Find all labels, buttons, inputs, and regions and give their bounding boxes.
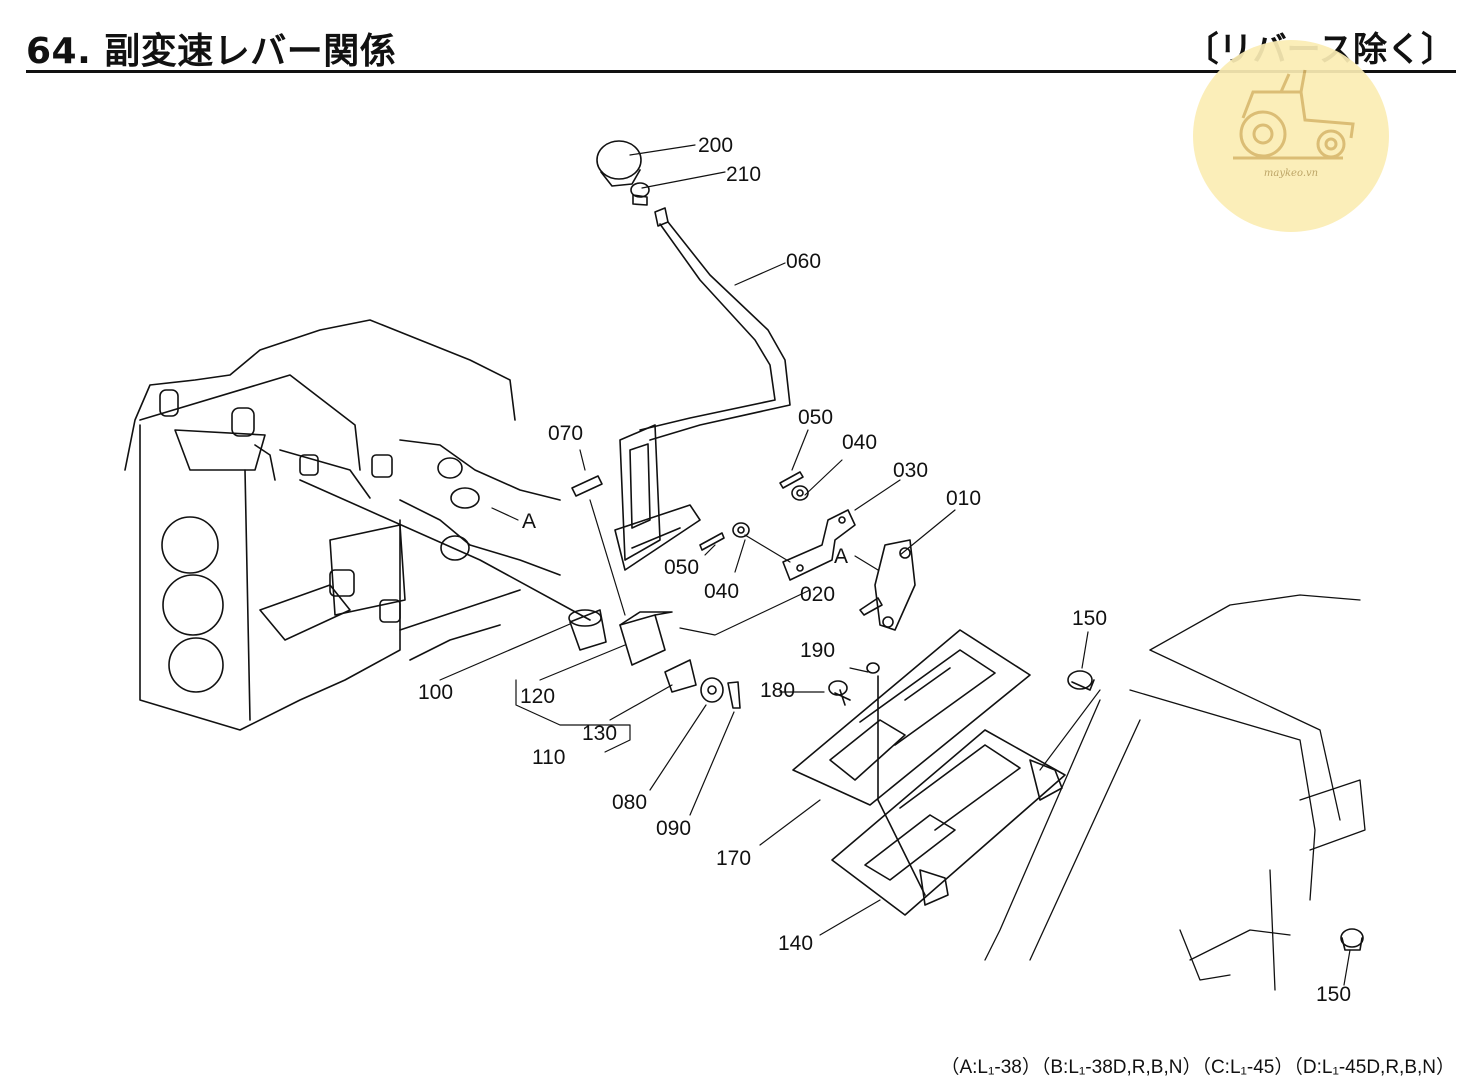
part-label-130: 130 — [582, 722, 617, 745]
header-rule — [26, 70, 1456, 73]
part-label-030: 030 — [893, 459, 928, 482]
shift-lever-assembly — [596, 140, 791, 571]
part-label-170: 170 — [716, 847, 751, 870]
part-label-200: 200 — [698, 134, 733, 157]
watermark-logo: maykeo.vn — [1193, 40, 1389, 232]
part-label-090: 090 — [656, 817, 691, 840]
page-title: 64. 副変速レバー関係 — [26, 31, 397, 72]
part-label-210: 210 — [726, 163, 761, 186]
part-label-010: 010 — [946, 487, 981, 510]
part-label-140: 140 — [778, 932, 813, 955]
small-hardware — [568, 471, 916, 709]
part-labels: 200 210 060 070 050 040 030 010 050 040 … — [418, 134, 1351, 1006]
part-label-190: 190 — [800, 639, 835, 662]
part-label-150-upper: 150 — [1072, 607, 1107, 630]
watermark-text: maykeo.vn — [1263, 168, 1319, 179]
part-label-060: 060 — [786, 250, 821, 273]
part-label-050-lower: 050 — [664, 556, 699, 579]
part-label-110: 110 — [532, 746, 565, 769]
part-label-020: 020 — [800, 583, 835, 606]
marker-a-bracket: A — [834, 545, 848, 568]
marker-a-housing: A — [522, 510, 536, 533]
part-label-050-upper: 050 — [798, 406, 833, 429]
part-label-070: 070 — [548, 422, 583, 445]
tractor-body — [984, 594, 1366, 991]
transmission-housing — [124, 319, 591, 731]
leader-lines — [439, 144, 1351, 986]
part-label-180: 180 — [760, 679, 795, 702]
part-label-120: 120 — [520, 685, 555, 708]
part-label-040-lower: 040 — [704, 580, 739, 603]
guide-plates — [792, 629, 1364, 951]
part-label-080: 080 — [612, 791, 647, 814]
part-label-040-upper: 040 — [842, 431, 877, 454]
part-label-150-lower: 150 — [1316, 983, 1351, 1006]
part-label-100: 100 — [418, 681, 453, 704]
model-applicability-note: （A:L₁-38）（B:L₁-38D,R,B,N）（C:L₁-45）（D:L₁-… — [940, 1057, 1455, 1078]
tractor-icon — [1233, 69, 1355, 160]
